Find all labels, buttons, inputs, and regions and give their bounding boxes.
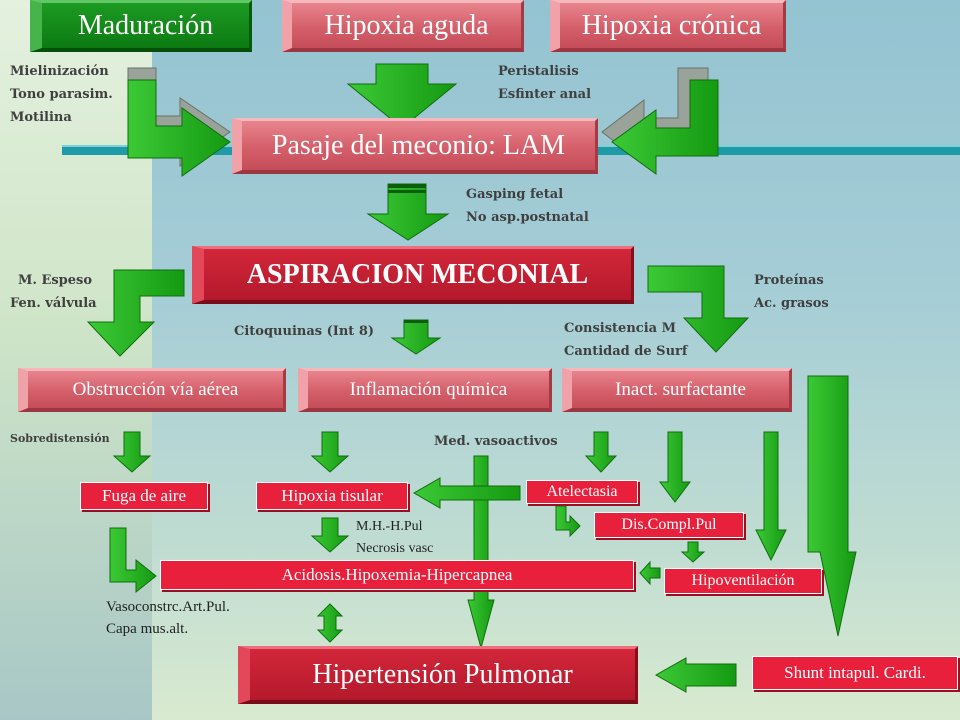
arrow-down-hipoxia-tisular	[310, 431, 350, 473]
arrow-l-maduracion-front	[127, 79, 231, 177]
note-mhpul: M.H.-H.Pul Necrosis vasc	[356, 516, 433, 560]
note-consistencia: Consistencia M Cantidad de Surf	[564, 317, 687, 363]
box-hipertension-pulmonar: Hipertensión Pulmonar	[238, 646, 638, 704]
arrow-l-cronica	[611, 79, 719, 175]
note-citoquinas: Citoquuinas (Int 8)	[234, 324, 375, 339]
note-line: Capa mus.alt.	[106, 621, 189, 637]
arrow-down-fuga	[112, 431, 152, 473]
box-hipoxia-aguda: Hipoxia aguda	[282, 0, 524, 52]
box-inact-surfactante: Inact. surfactante	[562, 368, 792, 412]
arrow-down-atelectasia	[584, 431, 618, 473]
arrow-vasoactivos-horizontal	[412, 477, 521, 509]
arrow-down-inflamacion	[390, 319, 442, 355]
label-hipertension-pulmonar: Hipertensión Pulmonar	[312, 658, 573, 690]
box-hipoxia-cronica: Hipoxia crónica	[550, 0, 786, 52]
box-acidosis: Acidosis.Hipoxemia-Hipercapnea	[160, 560, 634, 590]
box-atelectasia: Atelectasia	[526, 480, 638, 504]
arrow-down-hipoventilacion	[755, 431, 787, 562]
box-shunt: Shunt intapul. Cardi.	[752, 656, 958, 690]
arrow-branch-right	[647, 265, 750, 353]
label-hipoxia-tisular: Hipoxia tisular	[281, 486, 383, 505]
arrow-down-pasaje	[366, 183, 450, 241]
arrow-left-shunt	[654, 657, 737, 693]
label-hipoxia-cronica: Hipoxia crónica	[581, 9, 762, 41]
box-pasaje-meconio: Pasaje del meconio: LAM	[232, 118, 598, 174]
label-maduracion: Maduración	[77, 9, 214, 41]
label-aspiracion-meconial: ASPIRACION MECONIAL	[246, 258, 589, 290]
arrow-vasoactivos-vertical	[467, 455, 495, 650]
label-pasaje-meconio: Pasaje del meconio: LAM	[271, 129, 566, 161]
note-mielinizacion: Mielinización Tono parasim. Motilina	[10, 60, 113, 129]
label-hipoxia-aguda: Hipoxia aguda	[324, 9, 489, 41]
note-sobredistension: Sobredistensión	[10, 432, 110, 445]
box-hipoventilacion: Hipoventilación	[664, 568, 822, 594]
arrow-down-hipoxia-aguda	[346, 63, 458, 129]
label-hipoventilacion: Hipoventilación	[691, 572, 795, 589]
note-line: Esfinter anal	[498, 87, 592, 102]
box-hipoxia-tisular: Hipoxia tisular	[256, 482, 408, 510]
label-inact-surfactante: Inact. surfactante	[615, 378, 746, 400]
box-dis-compl: Dis.Compl.Pul	[594, 512, 744, 538]
background-left-panel	[0, 0, 152, 720]
label-shunt: Shunt intapul. Cardi.	[784, 663, 926, 682]
note-line: No asp.postnatal	[466, 210, 589, 225]
label-obstruccion: Obstrucción vía aérea	[72, 378, 239, 400]
arrow-down-acidosis	[310, 517, 350, 553]
note-vasoconstr: Vasoconstrc.Art.Pul. Capa mus.alt.	[106, 596, 230, 640]
box-aspiracion-meconial: ASPIRACION MECONIAL	[192, 246, 634, 304]
note-line: Gasping fetal	[466, 187, 564, 202]
note-line: Peristalisis	[498, 64, 579, 79]
arrow-down-hipovent-small	[680, 541, 706, 563]
note-peristalisis: Peristalisis Esfinter anal	[498, 60, 591, 106]
note-line: Proteínas	[754, 273, 824, 288]
note-line: Motilina	[10, 110, 72, 125]
box-inflamacion: Inflamación química	[298, 368, 552, 412]
note-vasoactivos: Med. vasoactivos	[434, 434, 558, 449]
note-gasping: Gasping fetal No asp.postnatal	[466, 183, 589, 229]
note-line: Vasoconstrc.Art.Pul.	[106, 599, 230, 615]
note-line: Ac. grasos	[754, 296, 829, 311]
note-line: Cantidad de Surf	[564, 344, 688, 359]
box-maduracion: Maduración	[30, 0, 252, 52]
arrow-down-discompl	[659, 431, 691, 503]
note-line: Tono parasim.	[10, 87, 113, 102]
arrow-branch-left	[86, 269, 185, 357]
box-fuga-aire: Fuga de aire	[80, 482, 208, 510]
arrow-long-shunt	[807, 375, 857, 637]
note-line: Necrosis vasc	[356, 541, 434, 556]
note-line: M. Espeso	[18, 273, 93, 288]
arrow-left-hipovent	[639, 560, 661, 586]
note-espeso: M. Espeso Fen. válvula	[10, 269, 97, 315]
note-proteinas: Proteínas Ac. grasos	[754, 269, 829, 315]
label-inflamacion: Inflamación química	[349, 378, 508, 400]
box-obstruccion: Obstrucción vía aérea	[18, 368, 286, 412]
arrow-double-vertical	[316, 603, 344, 643]
note-line: M.H.-H.Pul	[356, 519, 423, 534]
note-line: Fen. válvula	[10, 296, 97, 311]
label-dis-compl: Dis.Compl.Pul	[621, 516, 717, 533]
arrow-l-atelectasia	[555, 505, 581, 538]
arrow-l-fuga	[109, 527, 157, 594]
label-atelectasia: Atelectasia	[546, 483, 618, 500]
label-acidosis: Acidosis.Hipoxemia-Hipercapnea	[281, 565, 513, 584]
note-line: Mielinización	[10, 64, 109, 79]
note-line: Consistencia M	[564, 321, 676, 336]
label-fuga-aire: Fuga de aire	[101, 486, 187, 505]
